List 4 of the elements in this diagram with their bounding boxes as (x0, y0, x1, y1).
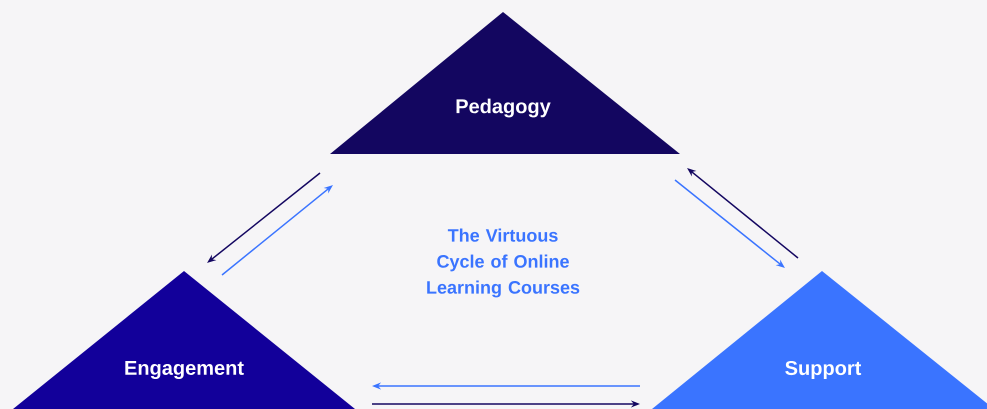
triangle: Engagement (13, 271, 355, 409)
title: The Virtuous Cycle of Online Learning Courses (427, 228, 580, 298)
triangle: Pedagogy (330, 12, 680, 154)
triangle: Support (652, 271, 987, 409)
